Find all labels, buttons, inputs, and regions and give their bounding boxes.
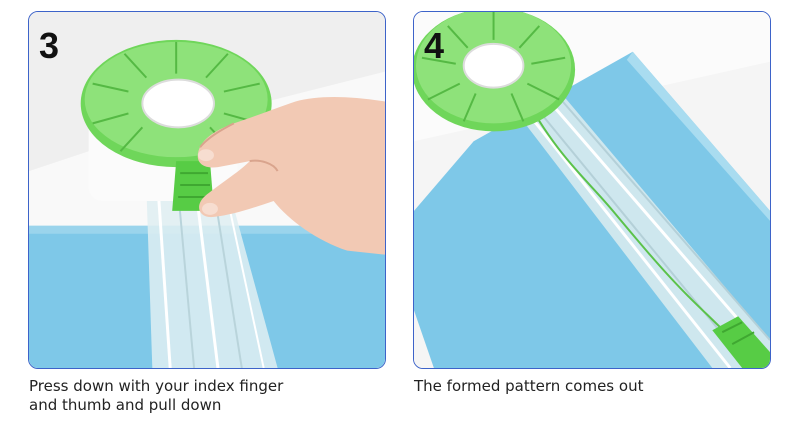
pattern-dial [80, 39, 272, 168]
ruler-track [523, 95, 770, 368]
step-3-photo [29, 12, 385, 368]
step-4-caption: The formed pattern comes out [414, 377, 644, 395]
step-3-caption: Press down with your index finger and th… [29, 377, 284, 414]
step-number: 3 [39, 25, 60, 66]
ruler-track [146, 186, 278, 368]
step-number: 4 [424, 25, 445, 66]
step-3-photo-panel: 3 [28, 11, 386, 369]
step-4-photo-panel: 4 [413, 11, 771, 369]
formed-pattern-line [532, 110, 743, 351]
slider-cutter [712, 316, 770, 368]
step-4-photo [414, 12, 770, 368]
hand [197, 97, 385, 255]
pattern-dial [414, 12, 576, 132]
